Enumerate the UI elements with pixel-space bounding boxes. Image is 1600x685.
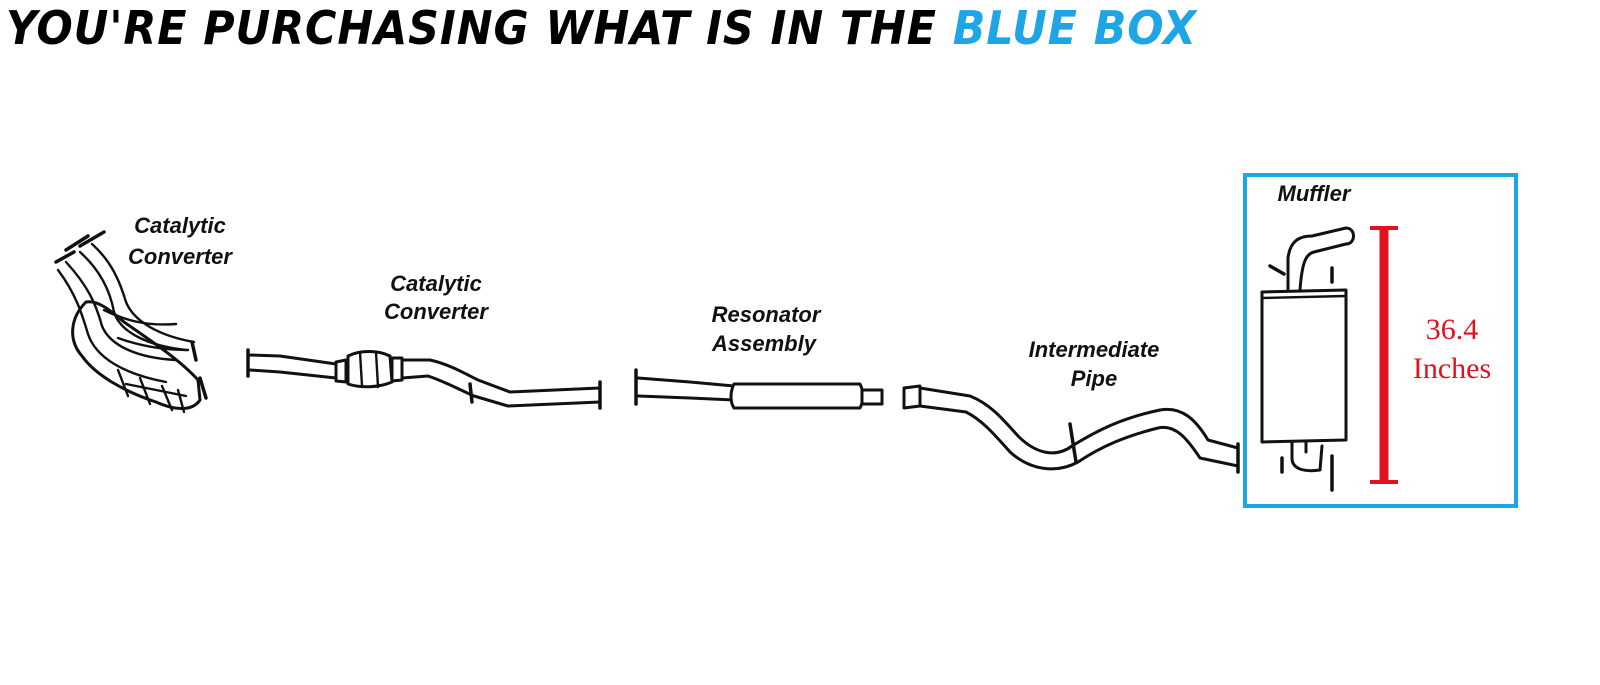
intermediate-pipe-drawing — [902, 384, 1240, 474]
resonator-label-line2: Assembly — [711, 331, 818, 356]
manifold-converter-label-line2: Converter — [128, 244, 233, 269]
muffler-drawing — [1260, 226, 1355, 492]
front-converter-label-line2: Converter — [384, 299, 489, 324]
blue-box-border — [1243, 173, 1518, 508]
resonator-label-line1: Resonator — [712, 302, 822, 327]
measurement-unit: Inches — [1413, 352, 1491, 385]
resonator-assembly-drawing — [634, 368, 884, 410]
muffler-label: Muffler — [1278, 181, 1352, 206]
manifold-converter-label-line1: Catalytic — [134, 213, 226, 238]
headline-accent-text: BLUE BOX — [952, 1, 1197, 55]
headline-text: YOU'RE PURCHASING WHAT IS IN THE — [6, 1, 937, 55]
intermediate-pipe-label-line1: Intermediate — [1029, 337, 1160, 362]
intermediate-pipe-label-line2: Pipe — [1071, 366, 1117, 391]
height-dimension-bar — [1370, 226, 1398, 484]
front-catalytic-converter-pipe-drawing — [246, 348, 602, 410]
manifold-catalytic-converter-drawing — [54, 230, 208, 414]
page-headline: YOU'RE PURCHASING WHAT IS IN THE BLUE BO… — [6, 0, 1485, 56]
measurement-value: 36.4 — [1426, 313, 1479, 346]
front-converter-label-line1: Catalytic — [390, 271, 482, 296]
